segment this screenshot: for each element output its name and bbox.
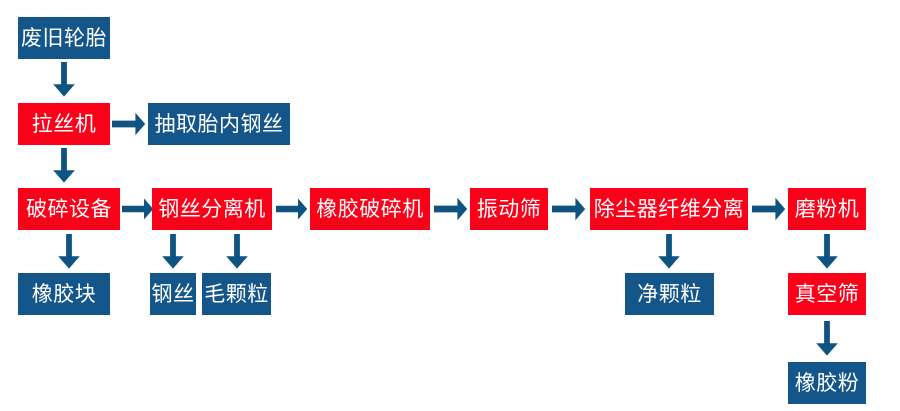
flow-node-label: 拉丝机 [31,111,97,136]
flow-node-hairy-granule[interactable]: 毛颗粒 [202,273,271,315]
arrow-right-icon [122,192,154,226]
flow-node-vacuum-screen[interactable]: 真空筛 [788,273,866,315]
arrow-down-icon [221,234,253,270]
arrow-right-icon [112,107,146,141]
flow-node-clean-granule[interactable]: 净颗粒 [625,273,714,315]
flow-node-label: 钢丝 [151,281,195,306]
flow-node-label: 真空筛 [794,281,860,306]
flow-node-dust-fiber-separator[interactable]: 除尘器纤维分离 [590,188,748,230]
arrow-down-icon [48,62,80,98]
arrow-down-icon [53,234,85,270]
flow-node-wire-separator[interactable]: 钢丝分离机 [152,188,272,230]
flow-node-label: 橡胶块 [31,281,97,306]
arrow-right-icon [276,192,308,226]
flow-node-label: 橡胶粉 [794,370,860,395]
arrow-down-icon [811,234,843,270]
flow-node-wire-drawing-machine[interactable]: 拉丝机 [18,103,110,145]
arrow-down-icon [157,234,189,270]
flow-node-label: 钢丝分离机 [158,196,266,221]
flow-node-label: 除尘器纤维分离 [593,196,745,221]
arrow-right-icon [752,192,786,226]
flow-node-label: 磨粉机 [794,196,860,221]
flow-node-pulverizer[interactable]: 磨粉机 [788,188,866,230]
flow-node-rubber-crusher[interactable]: 橡胶破碎机 [310,188,430,230]
flow-node-label: 破碎设备 [26,196,112,221]
arrow-down-icon [811,320,843,358]
flow-node-label: 废旧轮胎 [21,25,107,50]
flow-node-label: 净颗粒 [637,281,702,306]
flow-node-label: 抽取胎内钢丝 [154,111,284,136]
flow-node-vibrating-screen[interactable]: 振动筛 [470,188,548,230]
flow-node-rubber-block[interactable]: 橡胶块 [18,273,110,315]
arrow-down-icon [653,234,685,270]
flow-node-label: 橡胶破碎机 [316,196,424,221]
flow-node-rubber-powder[interactable]: 橡胶粉 [788,362,866,404]
flow-node-extract-bead-wire[interactable]: 抽取胎内钢丝 [148,103,290,145]
flow-node-waste-tire[interactable]: 废旧轮胎 [18,17,110,59]
arrow-down-icon [48,148,80,184]
flow-node-label: 毛颗粒 [204,281,269,306]
flow-node-steel-wire[interactable]: 钢丝 [150,273,196,315]
arrow-right-icon [552,192,586,226]
arrow-right-icon [434,192,468,226]
flow-node-label: 振动筛 [476,196,542,221]
flow-node-crushing-equipment[interactable]: 破碎设备 [18,188,120,230]
